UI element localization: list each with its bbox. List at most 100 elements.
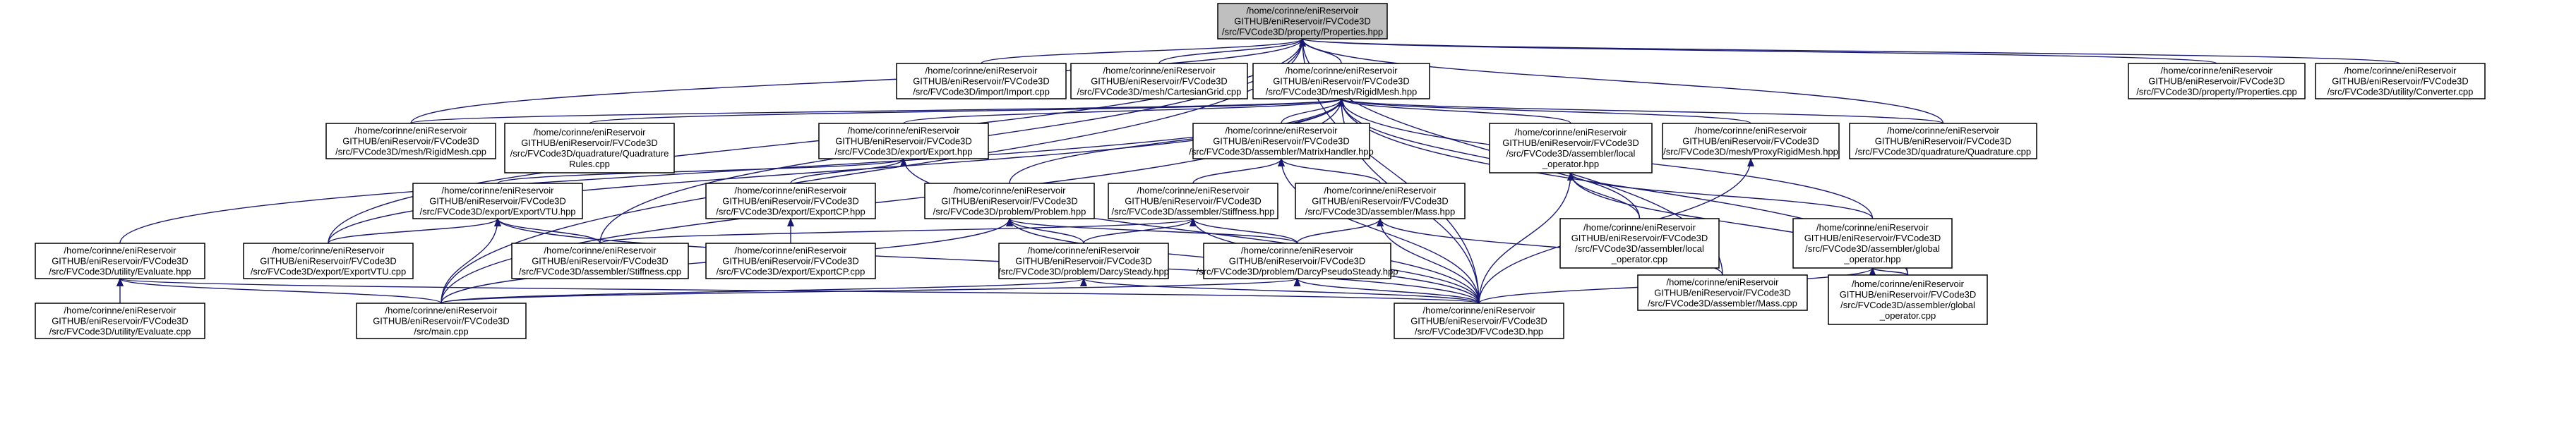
dependency-edge (1299, 38, 1944, 124)
node-label-line: GITHUB/eniReservoir/FVCode3D (835, 136, 972, 147)
file-node-fvcode3d-hpp[interactable]: /home/corinne/eniReservoirGITHUB/eniRese… (1394, 303, 1564, 339)
node-label-line: /home/corinne/eniReservoir (848, 126, 961, 136)
edge-evaluate_hpp-to-rigidmesh_hpp (119, 98, 1345, 244)
edge-exportvtu_hpp-to-export_hpp (497, 158, 907, 184)
node-box (1295, 183, 1466, 219)
node-label-line: /home/corinne/eniReservoir (1103, 66, 1216, 76)
node-label-line: /src/FVCode3D/export/ExportVTU.cpp (251, 267, 406, 277)
node-label-line: /src/FVCode3D/quadrature/Quadrature.cpp (1855, 147, 2031, 157)
file-node-mass-hpp[interactable]: /home/corinne/eniReservoirGITHUB/eniRese… (1295, 183, 1466, 219)
file-node-quadrature-cpp[interactable]: /home/corinne/eniReservoirGITHUB/eniRese… (1849, 123, 2037, 159)
node-label-line: /home/corinne/eniReservoir (1852, 279, 1965, 289)
node-label-line: /src/FVCode3D/property/Properties.cpp (2136, 87, 2297, 97)
node-box (1252, 63, 1430, 99)
node-box (325, 123, 496, 159)
file-node-exportcp-cpp[interactable]: /home/corinne/eniReservoirGITHUB/eniRese… (705, 243, 876, 279)
node-label-line: /src/FVCode3D/assembler/local (1506, 148, 1636, 159)
file-node-exportvtu-cpp[interactable]: /home/corinne/eniReservoirGITHUB/eniRese… (243, 243, 414, 279)
dependency-edge (441, 38, 1306, 304)
edge-import_cpp-to-properties_hpp (981, 38, 1306, 64)
file-node-rigidmesh-hpp[interactable]: /home/corinne/eniReservoirGITHUB/eniRese… (1252, 63, 1430, 99)
edge-fvcode3d_hpp-to-local_operator_hpp (1478, 172, 1574, 304)
node-label-line: /home/corinne/eniReservoir (1695, 126, 1808, 136)
node-label-line: GITHUB/eniReservoir/FVCode3D (1213, 136, 1350, 147)
node-box (1108, 183, 1278, 219)
node-box (35, 243, 205, 279)
edge-stiffness_cpp-to-stiffness_hpp (599, 218, 1197, 244)
node-label-line: GITHUB/eniReservoir/FVCode3D (1571, 233, 1708, 243)
file-node-quadraturerules-cpp[interactable]: /home/corinne/eniReservoirGITHUB/eniRese… (504, 123, 675, 173)
edge-fvcode3d_hpp-to-darcysteady_hpp (1080, 278, 1480, 304)
dependency-edge (903, 98, 1345, 124)
node-box (412, 183, 583, 219)
file-node-darcysteady-hpp[interactable]: /home/corinne/eniReservoirGITHUB/eniRese… (998, 243, 1169, 279)
file-node-rigidmesh-cpp[interactable]: /home/corinne/eniReservoirGITHUB/eniRese… (325, 123, 496, 159)
file-node-problem-hpp[interactable]: /home/corinne/eniReservoirGITHUB/eniRese… (924, 183, 1095, 219)
dependency-edge (1192, 158, 1285, 184)
file-node-proxyrigidmesh-hpp[interactable]: /home/corinne/eniReservoirGITHUB/eniRese… (1662, 123, 1840, 159)
edge-cartesiangrid_cpp-to-properties_hpp (1158, 38, 1306, 64)
file-node-main-cpp[interactable]: /home/corinne/eniReservoirGITHUB/eniRese… (356, 303, 527, 339)
node-box (818, 123, 989, 159)
node-label-line: GITHUB/eniReservoir/FVCode3D (913, 76, 1050, 87)
file-node-local-operator-cpp[interactable]: /home/corinne/eniReservoirGITHUB/eniRese… (1559, 218, 1720, 269)
node-label-line: /src/FVCode3D/utility/Evaluate.cpp (49, 327, 191, 337)
node-label-line: Rules.cpp (569, 159, 610, 169)
file-node-stiffness-cpp[interactable]: /home/corinne/eniReservoirGITHUB/eniRese… (511, 243, 689, 279)
edge-quadrature_cpp-to-properties_hpp (1299, 38, 1944, 124)
node-box (1849, 123, 2037, 159)
edge-darcypseudosteady_hpp-to-stiffness_hpp (1190, 218, 1298, 244)
file-node-global-operator-cpp[interactable]: /home/corinne/eniReservoirGITHUB/eniRese… (1828, 274, 1988, 325)
file-node-properties-cpp[interactable]: /home/corinne/eniReservoirGITHUB/eniRese… (2128, 63, 2306, 99)
node-label-line: /src/FVCode3D/mesh/RigidMesh.cpp (335, 147, 486, 157)
edge-properties_cpp-to-properties_hpp (1299, 38, 2217, 64)
file-node-local-operator-hpp[interactable]: /home/corinne/eniReservoirGITHUB/eniRese… (1489, 123, 1653, 173)
dependency-edge (1296, 218, 1384, 244)
node-label-line: /home/corinne/eniReservoir (1241, 245, 1354, 256)
node-label-line: GITHUB/eniReservoir/FVCode3D (373, 316, 510, 327)
file-node-stiffness-hpp[interactable]: /home/corinne/eniReservoirGITHUB/eniRese… (1108, 183, 1278, 219)
node-label-line: /src/FVCode3D/utility/Converter.cpp (2328, 87, 2474, 97)
node-label-line: /src/FVCode3D/mesh/ProxyRigidMesh.hpp (1663, 147, 1838, 157)
node-label-line: GITHUB/eniReservoir/FVCode3D (1229, 256, 1366, 267)
node-box (705, 183, 876, 219)
node-box (243, 243, 414, 279)
node-label-line: GITHUB/eniReservoir/FVCode3D (1410, 316, 1547, 327)
node-label-line: _operator.cpp (1611, 254, 1668, 264)
node-box (504, 123, 675, 173)
node-label-line: /src/FVCode3D/export/ExportVTU.hpp (419, 207, 575, 217)
node-label-line: /src/FVCode3D/export/ExportCP.hpp (716, 207, 865, 217)
node-label-line: GITHUB/eniReservoir/FVCode3D (260, 256, 397, 267)
node-label-line: GITHUB/eniReservoir/FVCode3D (722, 256, 859, 267)
file-node-export-hpp[interactable]: /home/corinne/eniReservoirGITHUB/eniRese… (818, 123, 989, 159)
node-label-line: /home/corinne/eniReservoir (1028, 245, 1141, 256)
node-label-line: GITHUB/eniReservoir/FVCode3D (1840, 289, 1977, 300)
file-node-evaluate-cpp[interactable]: /home/corinne/eniReservoirGITHUB/eniRese… (35, 303, 205, 339)
node-label-line: /home/corinne/eniReservoir (355, 126, 468, 136)
node-label-line: /home/corinne/eniReservoir (1667, 277, 1780, 288)
file-node-matrixhandler-hpp[interactable]: /home/corinne/eniReservoirGITHUB/eniRese… (1189, 123, 1374, 159)
file-node-cartesiangrid-cpp[interactable]: /home/corinne/eniReservoirGITHUB/eniRese… (1070, 63, 1248, 99)
dependency-edge (1158, 38, 1306, 64)
node-box (1637, 274, 1808, 311)
node-label-line: /src/FVCode3D/FVCode3D.hpp (1415, 327, 1543, 337)
file-node-mass-cpp[interactable]: /home/corinne/eniReservoirGITHUB/eniRese… (1637, 274, 1808, 311)
file-node-converter-cpp[interactable]: /home/corinne/eniReservoirGITHUB/eniRese… (2315, 63, 2486, 99)
node-label-line: /src/FVCode3D/assembler/local (1575, 243, 1704, 254)
edge-fvcode3d_hpp-to-darcypseudosteady_hpp (1293, 278, 1480, 304)
dependency-edge (1006, 218, 1298, 244)
file-node-darcypseudosteady-hpp[interactable]: /home/corinne/eniReservoirGITHUB/eniRese… (1197, 243, 1398, 279)
dependency-edge (441, 278, 1300, 304)
file-node-properties-hpp[interactable]: /home/corinne/eniReservoirGITHUB/eniRese… (1217, 3, 1388, 39)
file-node-evaluate-hpp[interactable]: /home/corinne/eniReservoirGITHUB/eniRese… (35, 243, 205, 279)
dependency-edge (328, 218, 501, 244)
file-node-exportvtu-hpp[interactable]: /home/corinne/eniReservoirGITHUB/eniRese… (412, 183, 583, 219)
file-node-import-cpp[interactable]: /home/corinne/eniReservoirGITHUB/eniRese… (896, 63, 1067, 99)
node-label-line: GITHUB/eniReservoir/FVCode3D (1125, 196, 1262, 207)
file-node-exportcp-hpp[interactable]: /home/corinne/eniReservoirGITHUB/eniRese… (705, 183, 876, 219)
node-label-line: GITHUB/eniReservoir/FVCode3D (1804, 233, 1941, 243)
node-label-line: /src/FVCode3D/property/Properties.hpp (1222, 27, 1383, 37)
node-box (1559, 218, 1720, 269)
file-node-global-operator-hpp[interactable]: /home/corinne/eniReservoirGITHUB/eniRese… (1792, 218, 1953, 269)
